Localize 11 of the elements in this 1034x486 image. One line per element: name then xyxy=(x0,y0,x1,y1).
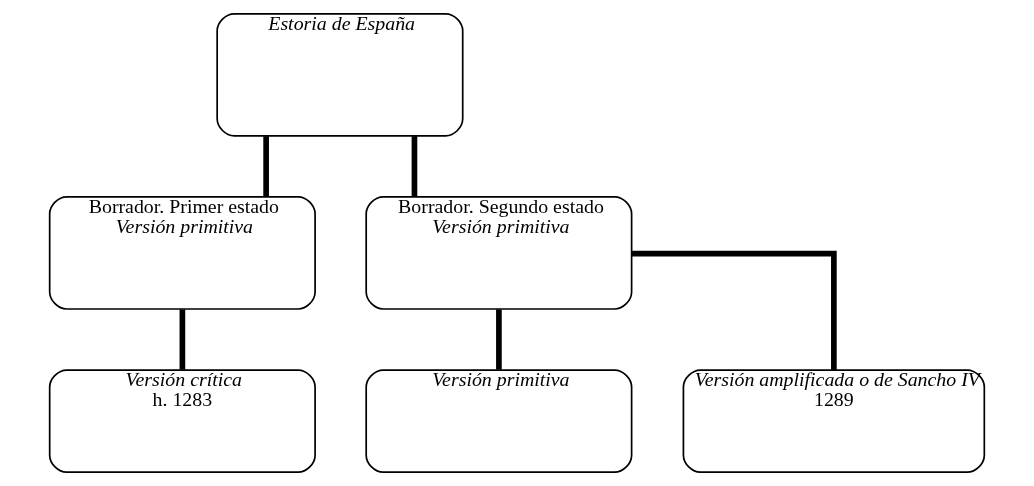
node-box: Estoria de España xyxy=(216,12,464,137)
node-box: Versión amplificada o de Sancho IV 1289 xyxy=(682,369,986,474)
connector xyxy=(411,136,418,197)
node-box: Versión crítica h. 1283 xyxy=(48,369,316,474)
connector xyxy=(496,309,502,370)
connector xyxy=(263,136,269,197)
connector xyxy=(179,309,186,370)
connector xyxy=(631,250,837,370)
node-box: Borrador. Segundo estado Versión primitiva xyxy=(365,196,633,310)
node-box: Borrador. Primer estado Versión primitiva xyxy=(48,196,316,310)
node-box: Versión primitiva xyxy=(365,369,633,474)
